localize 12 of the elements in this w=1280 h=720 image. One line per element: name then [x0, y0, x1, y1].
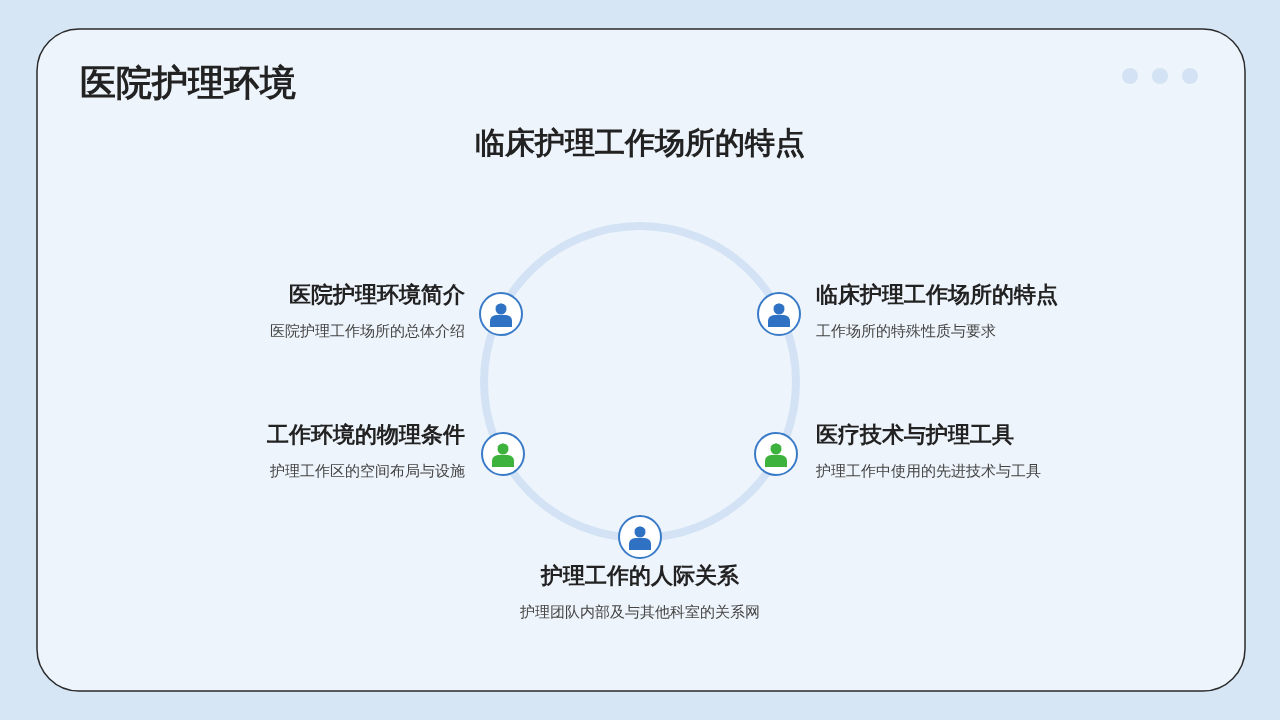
item-description: 工作场所的特殊性质与要求: [816, 322, 996, 340]
item-heading: 医院护理环境简介: [289, 281, 465, 309]
item-heading: 临床护理工作场所的特点: [816, 281, 1058, 309]
item-description: 医院护理工作场所的总体介绍: [270, 322, 465, 340]
item-description: 护理工作区的空间布局与设施: [270, 462, 465, 480]
item-description: 护理工作中使用的先进技术与工具: [816, 462, 1041, 480]
subtitle: 临床护理工作场所的特点: [475, 125, 805, 161]
item-heading: 医疗技术与护理工具: [816, 421, 1014, 449]
page-title: 医院护理环境: [80, 61, 296, 105]
item-description: 护理团队内部及与其他科室的关系网: [520, 603, 760, 621]
item-heading: 工作环境的物理条件: [267, 421, 465, 449]
item-heading: 护理工作的人际关系: [541, 562, 739, 590]
